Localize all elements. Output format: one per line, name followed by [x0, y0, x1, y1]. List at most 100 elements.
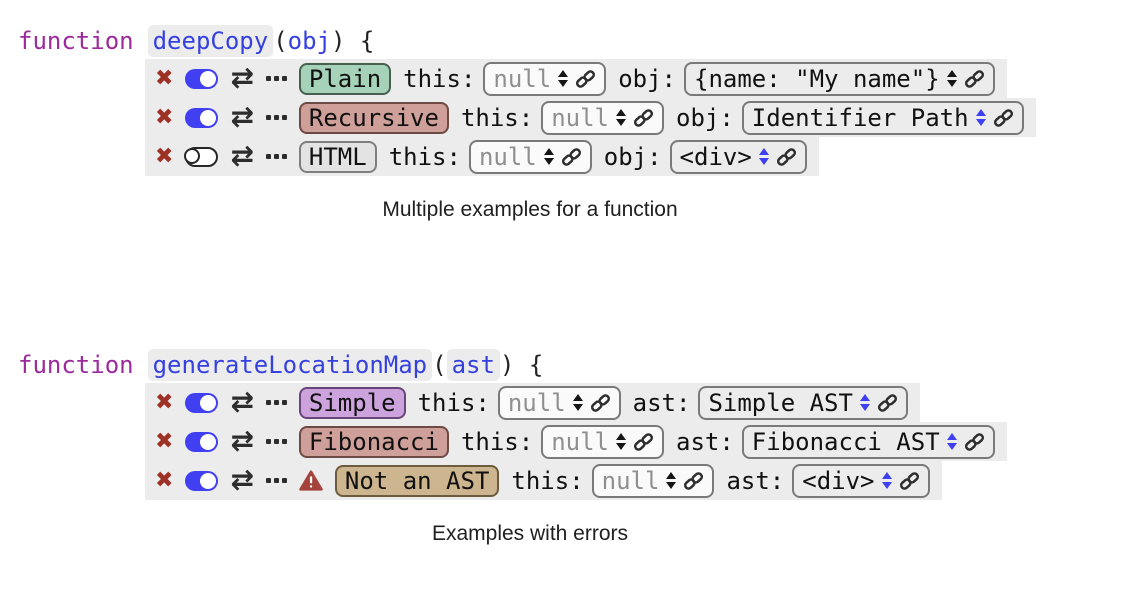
argument-value-box[interactable]: null: [541, 100, 664, 135]
delete-example-button[interactable]: ✖: [155, 143, 174, 169]
link-icon[interactable]: [575, 69, 596, 89]
enable-example-toggle[interactable]: [185, 470, 219, 491]
argument-value: <div>: [679, 142, 752, 171]
argument-value-box[interactable]: null: [591, 463, 715, 498]
example-name-badge[interactable]: Fibonacci: [298, 425, 449, 458]
value-stepper[interactable]: [616, 109, 626, 126]
enable-example-toggle[interactable]: [184, 146, 219, 167]
link-icon[interactable]: [964, 432, 985, 452]
swap-arrows-icon[interactable]: ⇄: [230, 139, 254, 173]
argument-value-box[interactable]: <div>: [669, 139, 807, 174]
dot: [281, 154, 287, 159]
function-name[interactable]: deepCopy: [147, 25, 274, 57]
stepper-down-arrow: [572, 404, 583, 411]
link-icon[interactable]: [633, 432, 654, 452]
argument-value-box[interactable]: null: [497, 385, 621, 420]
more-options-icon[interactable]: [265, 154, 287, 159]
delete-example-button[interactable]: ✖: [155, 467, 174, 493]
dot: [281, 76, 287, 81]
dot: [273, 115, 279, 120]
swap-arrows-icon[interactable]: ⇄: [230, 424, 254, 458]
swap-arrows-icon[interactable]: ⇄: [230, 385, 254, 419]
swap-arrows-icon[interactable]: ⇄: [230, 463, 254, 497]
argument-value-box[interactable]: null: [468, 139, 592, 174]
example-name-badge[interactable]: Recursive: [298, 101, 449, 134]
link-icon[interactable]: [899, 471, 920, 491]
dot: [265, 439, 271, 444]
stepper-down-arrow: [616, 443, 626, 450]
stepper-down-arrow: [616, 119, 626, 126]
argument-value-box[interactable]: {name: "My name"}: [684, 61, 995, 96]
delete-example-button[interactable]: ✖: [155, 428, 174, 454]
argument-value: {name: "My name"}: [694, 64, 940, 93]
argument-label: this:: [460, 103, 534, 132]
link-icon[interactable]: [561, 147, 582, 167]
argument-value: Simple AST: [708, 388, 853, 417]
link-icon[interactable]: [683, 471, 704, 491]
parameter-name[interactable]: ast: [446, 349, 500, 381]
dot: [281, 115, 287, 120]
example-name-badge[interactable]: Not an AST: [334, 464, 500, 497]
argument-label: this:: [511, 466, 584, 495]
value-stepper[interactable]: [946, 433, 957, 450]
delete-example-button[interactable]: ✖: [155, 104, 174, 130]
more-options-icon[interactable]: [265, 439, 287, 444]
argument-value-box[interactable]: Simple AST: [698, 385, 908, 420]
link-icon[interactable]: [877, 393, 898, 413]
dot: [265, 115, 271, 120]
value-stepper[interactable]: [616, 433, 626, 450]
example-name-badge[interactable]: Plain: [298, 62, 392, 95]
value-stepper[interactable]: [758, 148, 769, 165]
argument-value-box[interactable]: <div>: [792, 463, 930, 498]
dot: [265, 400, 271, 405]
link-icon[interactable]: [590, 393, 611, 413]
swap-arrows-icon[interactable]: ⇄: [230, 61, 254, 95]
link-icon[interactable]: [776, 147, 797, 167]
value-stepper[interactable]: [859, 394, 870, 411]
argument-value-box[interactable]: Fibonacci AST: [741, 424, 995, 459]
argument-value-box[interactable]: Identifier Path: [741, 100, 1024, 135]
more-options-icon[interactable]: [265, 115, 287, 120]
argument-label: obj:: [676, 103, 734, 132]
swap-arrows-icon[interactable]: ⇄: [230, 100, 254, 134]
value-stepper[interactable]: [558, 70, 569, 87]
more-options-icon[interactable]: [265, 478, 287, 483]
warning-icon: [299, 470, 323, 491]
more-options-icon[interactable]: [265, 400, 287, 405]
parameter-name: obj: [287, 27, 331, 55]
dot: [273, 478, 279, 483]
more-options-icon[interactable]: [265, 76, 287, 81]
toggle-knob: [200, 433, 217, 450]
delete-example-button[interactable]: ✖: [155, 65, 174, 91]
delete-example-button[interactable]: ✖: [155, 389, 174, 415]
enable-example-toggle[interactable]: [185, 68, 219, 89]
example-row: ✖ ⇄ Plain this:null obj:{name: "My name"}: [145, 59, 1007, 98]
value-stepper[interactable]: [946, 70, 957, 87]
close-paren-brace: ) {: [499, 351, 544, 379]
argument-label: obj:: [603, 142, 662, 171]
value-stepper[interactable]: [881, 472, 892, 489]
function-name[interactable]: generateLocationMap: [147, 349, 433, 381]
value-stepper[interactable]: [975, 109, 986, 126]
value-stepper[interactable]: [666, 472, 677, 489]
argument-value-box[interactable]: null: [483, 61, 607, 96]
enable-example-toggle[interactable]: [185, 392, 219, 413]
value-stepper[interactable]: [543, 148, 554, 165]
link-icon[interactable]: [964, 69, 985, 89]
example-name-badge[interactable]: HTML: [298, 140, 377, 173]
value-stepper[interactable]: [572, 394, 583, 411]
argument-value-box[interactable]: null: [541, 424, 664, 459]
dot: [281, 400, 287, 405]
example-name-badge[interactable]: Simple: [298, 386, 406, 419]
stepper-up-arrow: [859, 394, 870, 401]
link-icon[interactable]: [633, 108, 654, 128]
enable-example-toggle[interactable]: [185, 431, 219, 452]
enable-example-toggle[interactable]: [185, 107, 219, 128]
argument-group: obj:{name: "My name"}: [618, 61, 995, 96]
link-icon[interactable]: [993, 108, 1014, 128]
argument-group: this:null: [403, 61, 607, 96]
argument-group: ast:<div>: [726, 463, 930, 498]
